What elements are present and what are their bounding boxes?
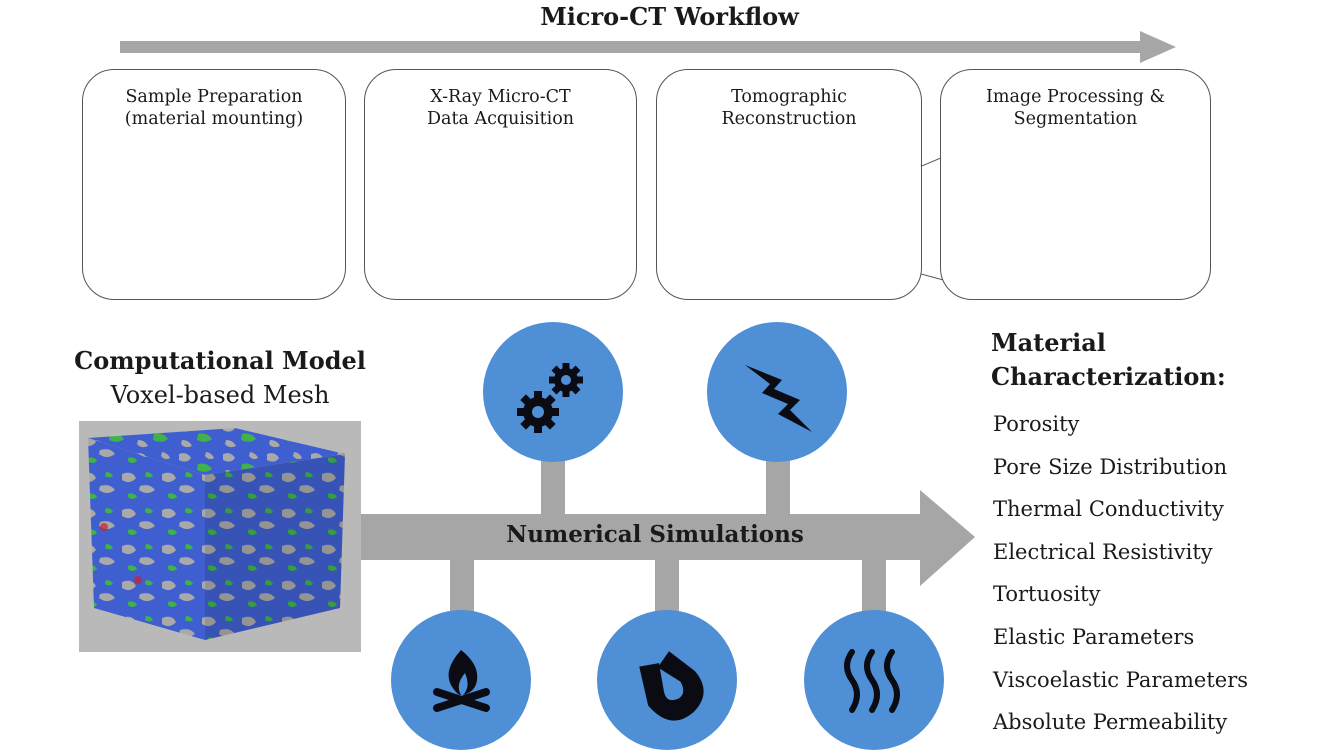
computational-model-title: Computational Model — [74, 346, 366, 375]
workflow-arrow — [120, 31, 1176, 63]
property-item: Elastic Parameters — [993, 624, 1195, 649]
property-item: Thermal Conductivity — [993, 497, 1224, 522]
stage-image-processing: Image Processing & Segmentation — [940, 69, 1211, 300]
material-title-line1: Material — [991, 328, 1106, 357]
fire-icon — [391, 610, 531, 750]
property-item: Pore Size Distribution — [993, 454, 1228, 479]
numerical-simulations-label: Numerical Simulations — [506, 521, 804, 548]
stage-sample-preparation: Sample Preparation (material mounting) — [82, 69, 346, 300]
stage-tomographic-reconstruction: Tomographic Reconstruction — [656, 69, 922, 300]
property-item: Porosity — [993, 412, 1080, 436]
stage-label: Sample Preparation (material mounting) — [124, 87, 304, 129]
heat-waves-icon — [804, 610, 944, 750]
property-item: Viscoelastic Parameters — [993, 667, 1249, 692]
material-characterization-title: Material Characterization: — [991, 326, 1226, 394]
material-title-line2: Characterization: — [991, 362, 1226, 391]
magnet-icon — [597, 610, 737, 750]
stage-label: X-Ray Micro-CT Data Acquisition — [426, 87, 574, 129]
material-properties-list: Porosity Pore Size Distribution Thermal … — [993, 408, 1248, 749]
property-item: Electrical Resistivity — [993, 539, 1213, 564]
property-item: Absolute Permeability — [993, 710, 1228, 735]
stage-label: Image Processing & Segmentation — [985, 87, 1166, 129]
workflow-title: Micro-CT Workflow — [540, 2, 799, 31]
property-item: Tortuosity — [993, 582, 1101, 607]
gears-icon — [483, 322, 623, 462]
voxel-mesh-cube — [79, 421, 361, 652]
lightning-icon — [707, 322, 847, 462]
computational-model-subtitle: Voxel-based Mesh — [110, 381, 330, 409]
stage-data-acquisition: X-Ray Micro-CT Data Acquisition — [364, 69, 637, 300]
simulation-arrow — [358, 490, 975, 586]
stage-label: Tomographic Reconstruction — [721, 87, 857, 129]
